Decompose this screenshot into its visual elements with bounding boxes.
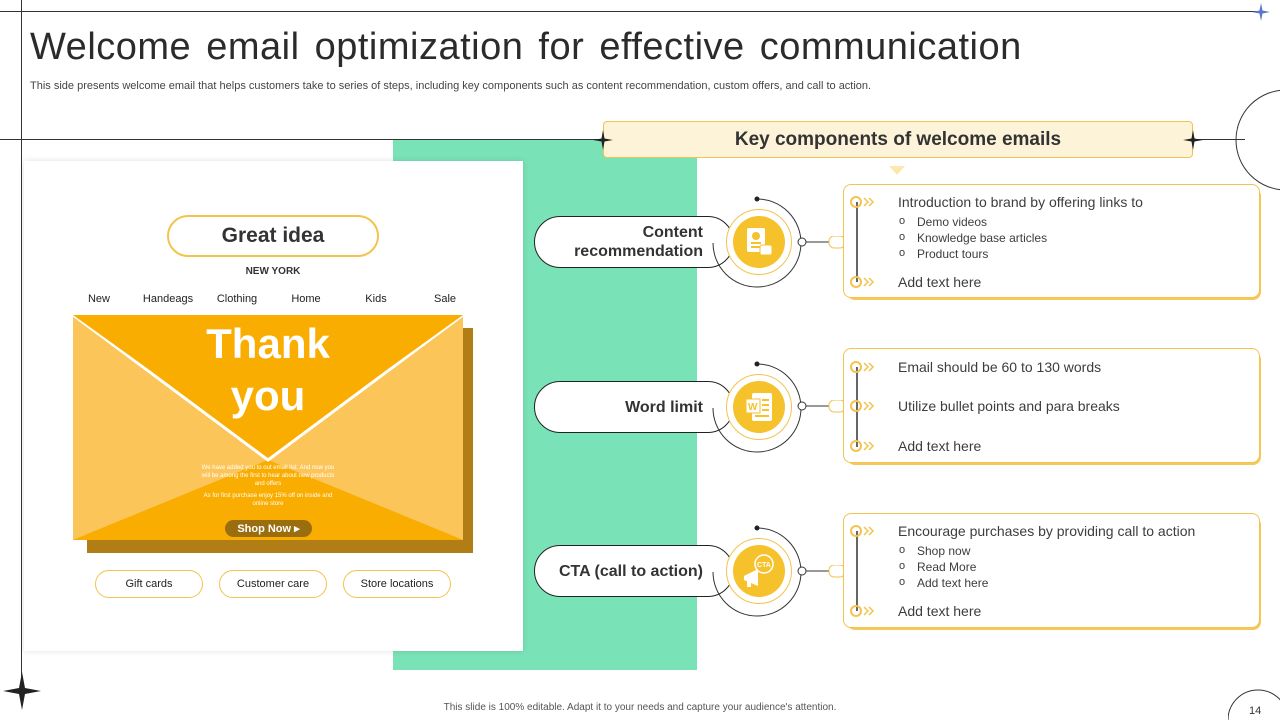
bullet-arrow-icon xyxy=(850,276,875,288)
decorative-circle-bottom xyxy=(1228,689,1280,720)
word-document-icon: W xyxy=(745,393,772,421)
row-add-text: Add text here xyxy=(898,603,982,619)
shop-now-button[interactable]: Shop Now ▸ xyxy=(225,520,312,537)
row-label-line1: CTA (call to action) xyxy=(559,562,703,580)
page-number: 14 xyxy=(1249,705,1262,717)
row-label-line1: Word limit xyxy=(625,398,703,416)
email-nav-item[interactable]: Kids xyxy=(365,293,387,305)
arc-decoration xyxy=(712,525,802,617)
email-nav-item[interactable]: Sale xyxy=(433,293,457,305)
envelope-title: Thank you xyxy=(73,318,463,422)
bullet-arrow-icon xyxy=(850,400,875,412)
row-subitem: Shop now xyxy=(899,544,971,558)
left-border-line xyxy=(21,0,22,690)
row-subitem: Product tours xyxy=(899,247,988,261)
connector-line xyxy=(797,236,846,249)
chevron-down-icon xyxy=(889,166,905,175)
sparkle-icon xyxy=(1183,130,1203,150)
svg-text:W: W xyxy=(748,402,758,413)
store-locations-button[interactable]: Store locations xyxy=(343,570,451,598)
key-components-heading: Key components of welcome emails xyxy=(603,121,1193,158)
row-label-content-recommendation: Content recommendation xyxy=(534,216,734,268)
mid-horizontal-line xyxy=(0,139,603,140)
sparkle-icon xyxy=(593,130,613,150)
row-label-line1: Content xyxy=(642,224,703,241)
slide-footer: This slide is 100% editable. Adapt it to… xyxy=(443,702,837,713)
decorative-circle xyxy=(1235,89,1280,191)
envelope-graphic xyxy=(73,315,463,540)
top-border-line xyxy=(0,11,1262,12)
row-subitem: Read More xyxy=(899,560,976,574)
sparkle-icon xyxy=(1252,3,1270,21)
customer-care-button[interactable]: Customer care xyxy=(219,570,327,598)
row-subitem: Add text here xyxy=(899,576,988,590)
row-label-cta: CTA (call to action) xyxy=(534,545,734,597)
row-subitem: Demo videos xyxy=(899,215,987,229)
cta-icon-badge: CTA xyxy=(712,525,802,617)
sparkle-icon-large xyxy=(3,672,41,710)
word-document-icon-badge: W xyxy=(712,361,802,453)
envelope-text-2: As for first purchase enjoy 15% off on i… xyxy=(203,493,333,507)
bullet-arrow-icon xyxy=(850,361,875,373)
bullet-arrow-icon xyxy=(850,605,875,617)
row-intro-text: Introduction to brand by offering links … xyxy=(898,194,1143,210)
word-limit-box xyxy=(843,348,1260,463)
bullet-arrow-icon xyxy=(850,440,875,452)
row-subitem: Knowledge base articles xyxy=(899,231,1047,245)
row-text: Email should be 60 to 130 words xyxy=(898,359,1102,375)
recommendation-icon-badge xyxy=(712,196,802,288)
arc-decoration xyxy=(712,196,802,288)
envelope-title-line2: you xyxy=(230,372,306,419)
email-nav-item[interactable]: New xyxy=(87,293,111,305)
arc-decoration xyxy=(712,361,802,453)
gift-cards-button[interactable]: Gift cards xyxy=(95,570,203,598)
page-subtitle: This side presents welcome email that he… xyxy=(30,80,872,92)
box-rail xyxy=(856,202,858,282)
cta-box xyxy=(843,513,1260,628)
email-headline-pill: Great idea xyxy=(167,215,379,257)
row-add-text: Add text here xyxy=(898,274,982,290)
email-nav-item[interactable]: Handeags xyxy=(142,293,194,305)
content-recommendation-box xyxy=(843,184,1260,298)
email-city-label: NEW YORK xyxy=(245,266,301,277)
cta-megaphone-icon: CTA xyxy=(744,554,774,587)
row-intro-text: Encourage purchases by providing call to… xyxy=(898,523,1196,539)
right-horizontal-line xyxy=(1193,139,1245,140)
recommendation-icon xyxy=(747,228,773,256)
row-add-text: Add text here xyxy=(898,438,982,454)
connector-line xyxy=(797,565,846,578)
connector-line xyxy=(797,400,846,413)
cta-icon-text: CTA xyxy=(757,562,771,569)
bullet-arrow-icon xyxy=(850,196,875,208)
row-label-line2: recommendation xyxy=(574,243,703,260)
box-rail xyxy=(856,531,858,611)
email-nav-item[interactable]: Home xyxy=(291,293,321,305)
box-rail xyxy=(856,367,858,447)
page-title: Welcome email optimization for effective… xyxy=(30,26,1022,68)
envelope-body-text: We have added you to out email list. And… xyxy=(198,464,338,508)
envelope-title-line1: Thank xyxy=(206,320,330,367)
row-label-word-limit: Word limit xyxy=(534,381,734,433)
bullet-arrow-icon xyxy=(850,525,875,537)
envelope-text-1: We have added you to out email list. And… xyxy=(201,465,335,487)
row-text: Utilize bullet points and para breaks xyxy=(898,398,1120,414)
email-nav-item[interactable]: Clothing xyxy=(216,293,258,305)
